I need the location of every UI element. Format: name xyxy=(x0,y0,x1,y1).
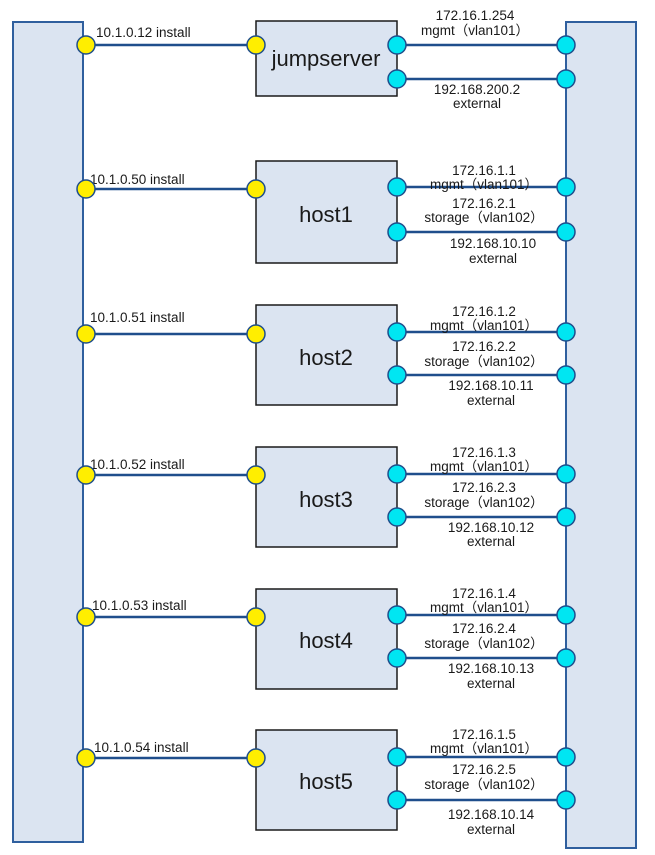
install-port-left xyxy=(76,607,96,627)
external-port-switch xyxy=(556,790,576,810)
mgmt-port-host xyxy=(387,605,407,625)
mgmt-net-label: mgmt（vlan101） xyxy=(430,318,538,333)
mgmt-port-host xyxy=(387,464,407,484)
external-ip-label: 192.168.10.14 xyxy=(448,807,535,822)
mgmt-port-switch xyxy=(556,464,576,484)
install-port-host xyxy=(246,607,266,627)
host-group-host5: host5 10.1.0.54 install 172.16.1.5 mgmt（… xyxy=(76,727,576,837)
install-label: 10.1.0.12 install xyxy=(96,25,191,40)
mgmt-net-label: mgmt（vlan101） xyxy=(421,23,529,38)
host-group-jumpserver: jumpserver 10.1.0.12 install 172.16.1.25… xyxy=(76,8,576,111)
mgmt-net-label: mgmt（vlan101） xyxy=(430,459,538,474)
mgmt-port-host xyxy=(387,177,407,197)
external-port-host xyxy=(387,507,407,527)
host-name: host2 xyxy=(299,345,353,370)
host-box xyxy=(255,588,398,690)
install-port-left xyxy=(76,35,96,55)
host-name: host4 xyxy=(299,628,353,653)
external-ip-label: 192.168.10.10 xyxy=(450,236,536,251)
external-ip-label: 192.168.10.13 xyxy=(448,661,534,676)
storage-net-label: storage（vlan102） xyxy=(424,636,543,651)
host-name: host1 xyxy=(299,202,353,227)
external-net-label: external xyxy=(467,393,515,408)
storage-ip-label: 172.16.2.1 xyxy=(452,196,516,211)
external-net-label: external xyxy=(453,96,501,111)
external-ip-label: 192.168.10.12 xyxy=(448,520,534,535)
storage-net-label: storage（vlan102） xyxy=(424,777,543,792)
host-group-host2: host2 10.1.0.51 install 172.16.1.2 mgmt（… xyxy=(76,304,576,408)
mgmt-net-label: mgmt（vlan101） xyxy=(430,741,538,756)
host-box xyxy=(255,446,398,548)
install-port-left xyxy=(76,324,96,344)
mgmt-ip-label: 172.16.1.4 xyxy=(452,586,516,601)
host-name: jumpserver xyxy=(271,46,381,71)
install-label: 10.1.0.51 install xyxy=(90,310,185,325)
host-name: host3 xyxy=(299,487,353,512)
mgmt-net-label: mgmt（vlan101） xyxy=(430,600,538,615)
install-port-host xyxy=(246,748,266,768)
mgmt-port-host xyxy=(387,322,407,342)
external-port-switch xyxy=(556,222,576,242)
external-ip-label: 192.168.200.2 xyxy=(434,82,520,97)
storage-ip-label: 172.16.2.5 xyxy=(452,762,516,777)
external-port-host xyxy=(387,365,407,385)
install-network-bar xyxy=(12,21,84,843)
mgmt-port-switch xyxy=(556,605,576,625)
host-box xyxy=(255,160,398,264)
storage-ip-label: 172.16.2.4 xyxy=(452,621,516,636)
external-port-host xyxy=(387,790,407,810)
install-label: 10.1.0.54 install xyxy=(94,740,189,755)
host-box xyxy=(255,304,398,406)
storage-ip-label: 172.16.2.2 xyxy=(452,339,516,354)
external-ip-label: 192.168.10.11 xyxy=(448,378,533,393)
mgmt-ip-label: 172.16.1.5 xyxy=(452,727,516,742)
host-group-host3: host3 10.1.0.52 install 172.16.1.3 mgmt（… xyxy=(76,445,576,549)
install-port-host xyxy=(246,465,266,485)
external-net-label: external xyxy=(467,676,515,691)
host-group-host1: host1 10.1.0.50 install 172.16.1.1 mgmt（… xyxy=(76,160,576,266)
mgmt-ip-label: 172.16.1.2 xyxy=(452,304,516,319)
mgmt-net-label: mgmt（vlan101） xyxy=(430,177,538,192)
external-net-label: external xyxy=(467,822,515,837)
external-port-host xyxy=(387,69,407,89)
install-label: 10.1.0.53 install xyxy=(92,598,187,613)
mgmt-ip-label: 172.16.1.1 xyxy=(452,163,516,178)
external-port-switch xyxy=(556,648,576,668)
external-port-switch xyxy=(556,365,576,385)
storage-ip-label: 172.16.2.3 xyxy=(452,480,516,495)
storage-net-label: storage（vlan102） xyxy=(424,495,543,510)
install-label: 10.1.0.52 install xyxy=(90,457,185,472)
mgmt-port-host xyxy=(387,35,407,55)
mgmt-port-switch xyxy=(556,177,576,197)
install-port-left xyxy=(76,748,96,768)
storage-net-label: storage（vlan102） xyxy=(424,210,543,225)
install-port-left xyxy=(76,465,96,485)
install-port-host xyxy=(246,35,266,55)
host-box xyxy=(255,729,398,831)
install-label: 10.1.0.50 install xyxy=(90,172,185,187)
mgmt-ip-label: 172.16.1.3 xyxy=(452,445,516,460)
install-port-host xyxy=(246,179,266,199)
mgmt-port-switch xyxy=(556,322,576,342)
install-port-left xyxy=(76,179,96,199)
mgmt-port-switch xyxy=(556,747,576,767)
storage-net-label: storage（vlan102） xyxy=(424,354,543,369)
external-port-switch xyxy=(556,507,576,527)
data-network-bar xyxy=(565,21,637,849)
install-port-host xyxy=(246,324,266,344)
external-port-host xyxy=(387,648,407,668)
mgmt-ip-label: 172.16.1.254 xyxy=(436,8,515,23)
host-name: host5 xyxy=(299,769,353,794)
external-port-host xyxy=(387,222,407,242)
mgmt-port-host xyxy=(387,747,407,767)
mgmt-port-switch xyxy=(556,35,576,55)
external-port-switch xyxy=(556,69,576,89)
external-net-label: external xyxy=(467,534,515,549)
host-group-host4: host4 10.1.0.53 install 172.16.1.4 mgmt（… xyxy=(76,586,576,691)
external-net-label: external xyxy=(469,251,517,266)
host-box xyxy=(255,20,398,97)
